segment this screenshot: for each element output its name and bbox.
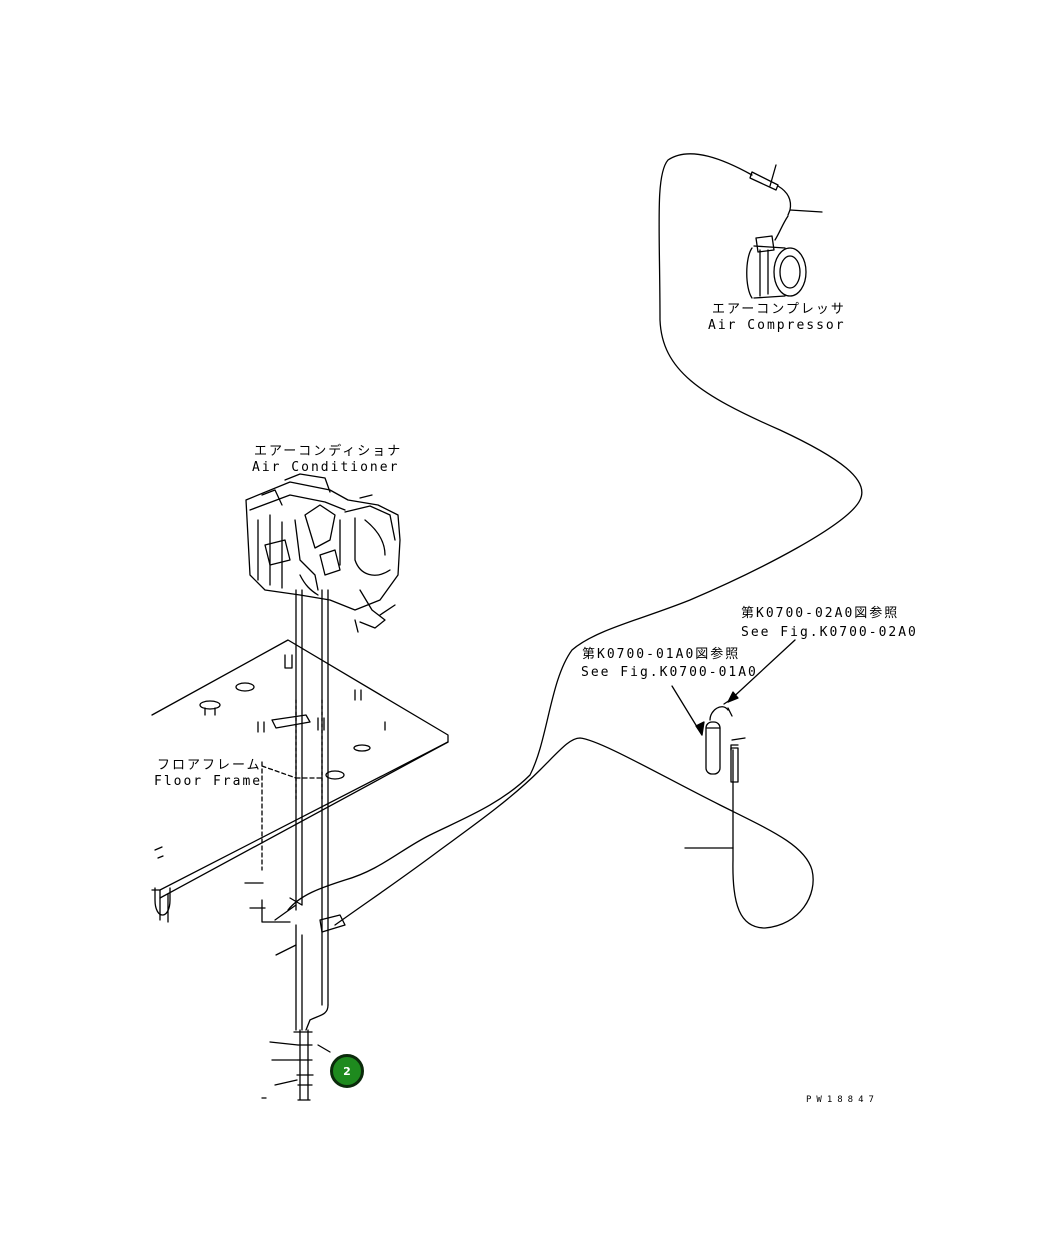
label-floor-jp: フロアフレーム — [157, 758, 262, 773]
label-compressor-jp: エアーコンプレッサ — [712, 302, 846, 317]
callout-part-2[interactable]: 2 — [330, 1054, 364, 1088]
air-compressor-drawing — [746, 164, 823, 299]
hose-receiver-loop — [334, 737, 814, 929]
label-compressor-en: Air Compressor — [708, 318, 846, 333]
label-ref-02-jp: 第K0700-02A0図参照 — [741, 606, 900, 621]
label-conditioner-en: Air Conditioner — [252, 460, 400, 475]
floor-frame-drawing — [151, 639, 449, 923]
drawing-id: PW18847 — [806, 1095, 879, 1105]
label-ref-01-jp: 第K0700-01A0図参照 — [582, 647, 741, 662]
receiver-drier-drawing — [671, 639, 796, 783]
label-ref-01-en: See Fig.K0700-01A0 — [581, 665, 758, 680]
label-conditioner-jp: エアーコンディショナ — [254, 444, 403, 459]
label-ref-02-en: See Fig.K0700-02A0 — [741, 625, 918, 640]
air-conditioner-drawing — [245, 473, 401, 633]
callout-number: 2 — [343, 1064, 351, 1078]
hose-compressor-loop — [287, 153, 863, 911]
label-floor-en: Floor Frame — [154, 774, 263, 789]
ac-pipes — [244, 589, 346, 1101]
